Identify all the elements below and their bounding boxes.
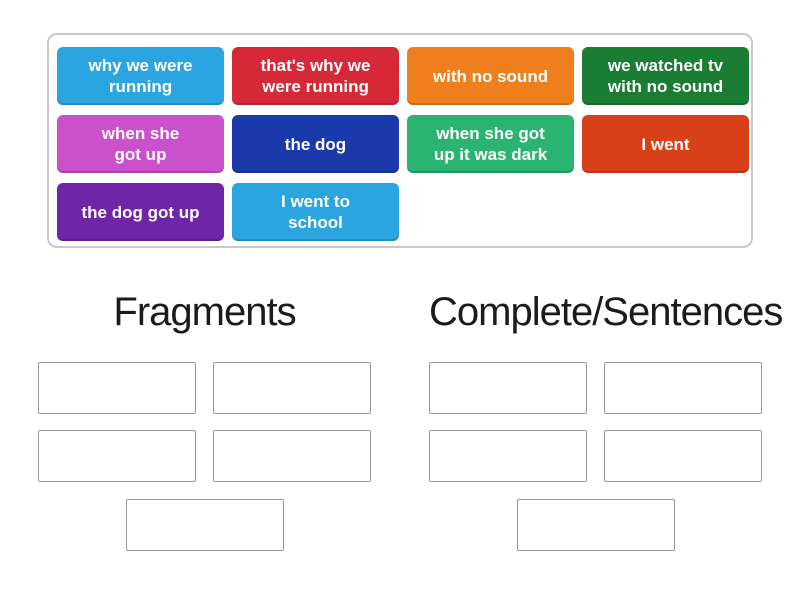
- drop-slot[interactable]: [604, 430, 762, 482]
- drop-slot[interactable]: [517, 499, 675, 551]
- drop-slot[interactable]: [213, 362, 371, 414]
- drop-slot[interactable]: [213, 430, 371, 482]
- drop-slot[interactable]: [429, 430, 587, 482]
- tile-we-watched-tv-with-no-sound[interactable]: we watched tv with no sound: [582, 47, 749, 105]
- group-title-fragments: Fragments: [113, 290, 296, 334]
- group-complete-sentences: Complete/Sentences: [429, 288, 783, 558]
- tile-why-we-were-running[interactable]: why we were running: [57, 47, 224, 105]
- drop-slot[interactable]: [126, 499, 284, 551]
- tile-i-went[interactable]: I went: [582, 115, 749, 173]
- tile-when-she-got-up[interactable]: when she got up: [57, 115, 224, 173]
- tile-the-dog-got-up[interactable]: the dog got up: [57, 183, 224, 241]
- drop-slot[interactable]: [38, 430, 196, 482]
- drop-slot[interactable]: [429, 362, 587, 414]
- drop-slot[interactable]: [604, 362, 762, 414]
- complete-sentences-slots: [429, 362, 762, 552]
- tile-with-no-sound[interactable]: with no sound: [407, 47, 574, 105]
- fragments-slots: [38, 362, 371, 552]
- tile-when-she-got-up-it-was-dark[interactable]: when she got up it was dark: [407, 115, 574, 173]
- tile-that-s-why-we-were-running[interactable]: that's why we were running: [232, 47, 399, 105]
- tile-i-went-to-school[interactable]: I went to school: [232, 183, 399, 241]
- drop-slot[interactable]: [38, 362, 196, 414]
- group-title-complete-sentences: Complete/Sentences: [429, 290, 783, 334]
- group-fragments: Fragments: [38, 288, 371, 558]
- tile-the-dog[interactable]: the dog: [232, 115, 399, 173]
